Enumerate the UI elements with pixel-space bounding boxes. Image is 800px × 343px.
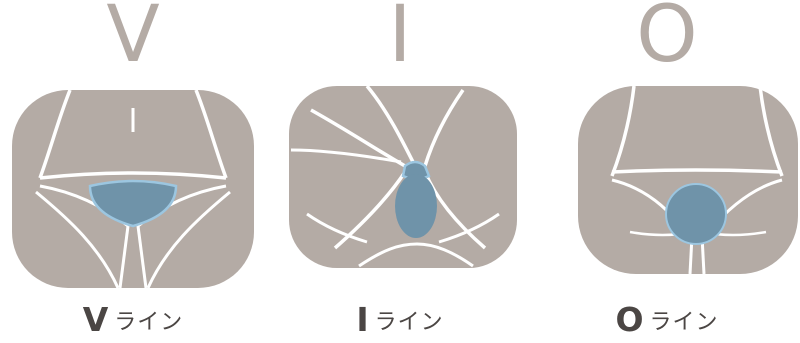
panel-i-line: I I ライン [267, 0, 533, 343]
caption-letter-v: V [83, 300, 109, 339]
i-line-zone-icon [267, 0, 533, 343]
caption-i-line: I ライン [267, 300, 533, 339]
caption-text-o: ライン [650, 310, 719, 335]
i-zone-highlight [395, 174, 437, 238]
caption-letter-o: O [615, 300, 643, 339]
o-zone-highlight [666, 184, 726, 244]
caption-text-v: ライン [114, 310, 183, 335]
v-line-zone-icon [0, 0, 266, 343]
caption-o-line: O ライン [534, 300, 800, 339]
o-line-zone-icon [534, 0, 800, 343]
panel-o-line: O O ライン [534, 0, 800, 343]
caption-text-i: ライン [375, 310, 444, 335]
caption-letter-i: I [356, 300, 368, 339]
